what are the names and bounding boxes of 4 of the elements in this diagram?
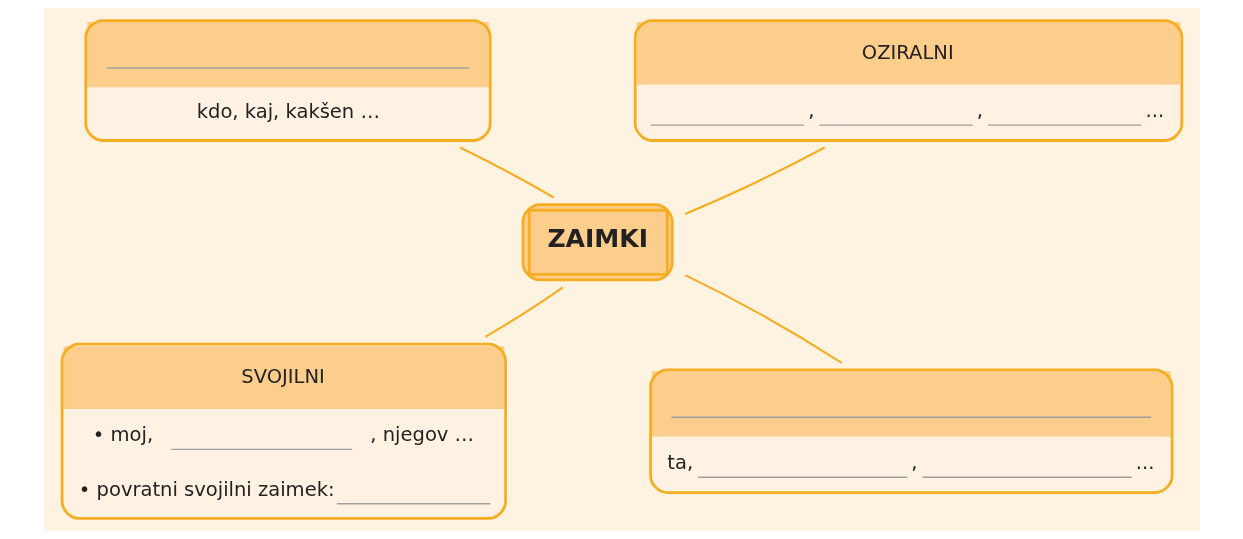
connector [459, 146, 554, 199]
connector [484, 286, 563, 338]
connector [684, 274, 842, 364]
connector [684, 146, 825, 215]
